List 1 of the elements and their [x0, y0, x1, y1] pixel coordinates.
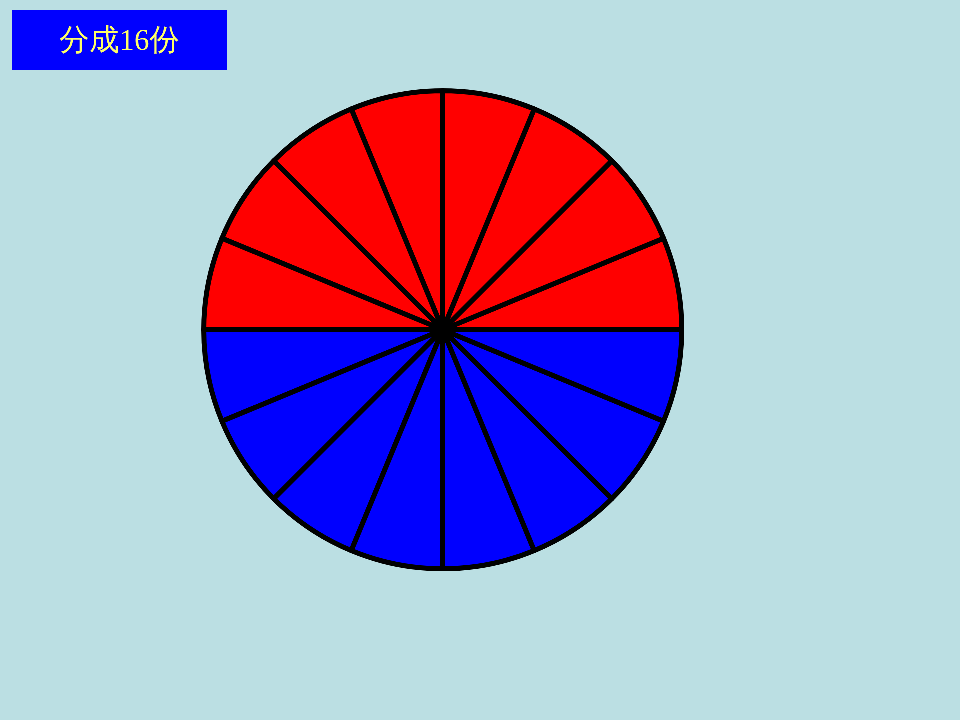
- title-banner: 分成16份: [12, 10, 227, 70]
